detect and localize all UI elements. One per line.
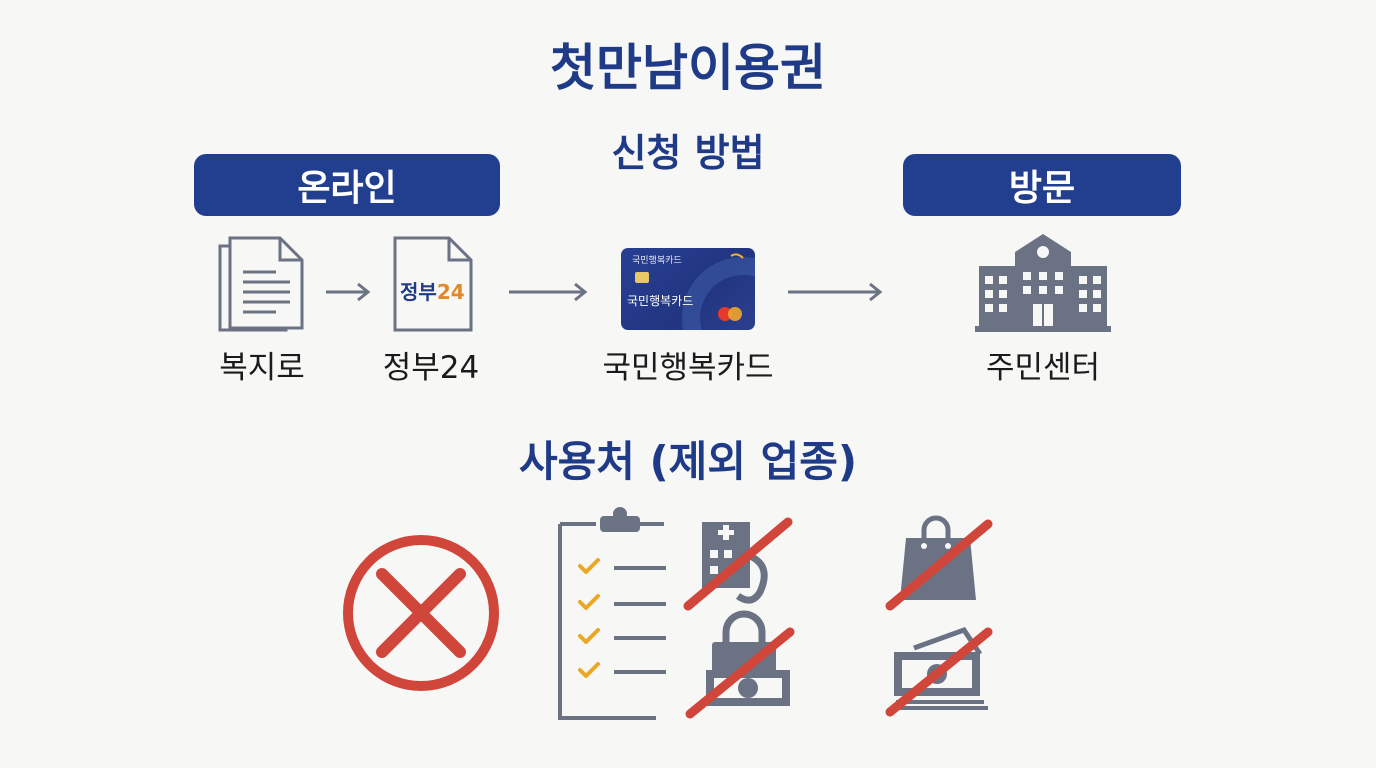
arrow-right-icon: [326, 282, 371, 302]
page-subtitle: 신청 방법: [611, 131, 765, 175]
arrow-right-icon: [509, 282, 588, 302]
card-name-text: 국민행복카드: [627, 294, 694, 308]
gov24-logo-part1: 정부: [400, 280, 437, 304]
document-icon: [218, 236, 304, 332]
online-label: 온라인: [297, 168, 397, 209]
visit-label: 방문: [1008, 168, 1076, 209]
gov24-logo-part2: 24: [436, 280, 465, 304]
card-brand-text: 국민행복카드: [632, 256, 682, 266]
page-title: 첫만남이용권: [550, 39, 826, 97]
x-circle-icon: [343, 535, 499, 691]
cash-icon: [885, 626, 993, 717]
step-label: 국민행복카드: [602, 350, 774, 386]
step-label: 주민센터: [985, 350, 1101, 386]
visit-pill: 방문: [903, 154, 1181, 216]
online-pill: 온라인: [194, 154, 500, 216]
gov24-logo: 정부24: [400, 276, 465, 305]
hospital-icon: [683, 517, 793, 611]
step-label: 정부24: [382, 350, 480, 386]
credit-card-icon: 국민행복카드 국민행복카드: [621, 248, 755, 330]
shopping-bag-icon: [885, 515, 993, 611]
arrow-right-icon: [788, 282, 883, 302]
step-label: 복지로: [219, 350, 305, 386]
checklist-icon: [558, 507, 666, 720]
building-icon: [975, 234, 1111, 332]
bag-icon: [685, 610, 795, 719]
gov24-document-icon: [393, 236, 473, 332]
usage-title: 사용처 (제외 업종): [518, 437, 858, 486]
